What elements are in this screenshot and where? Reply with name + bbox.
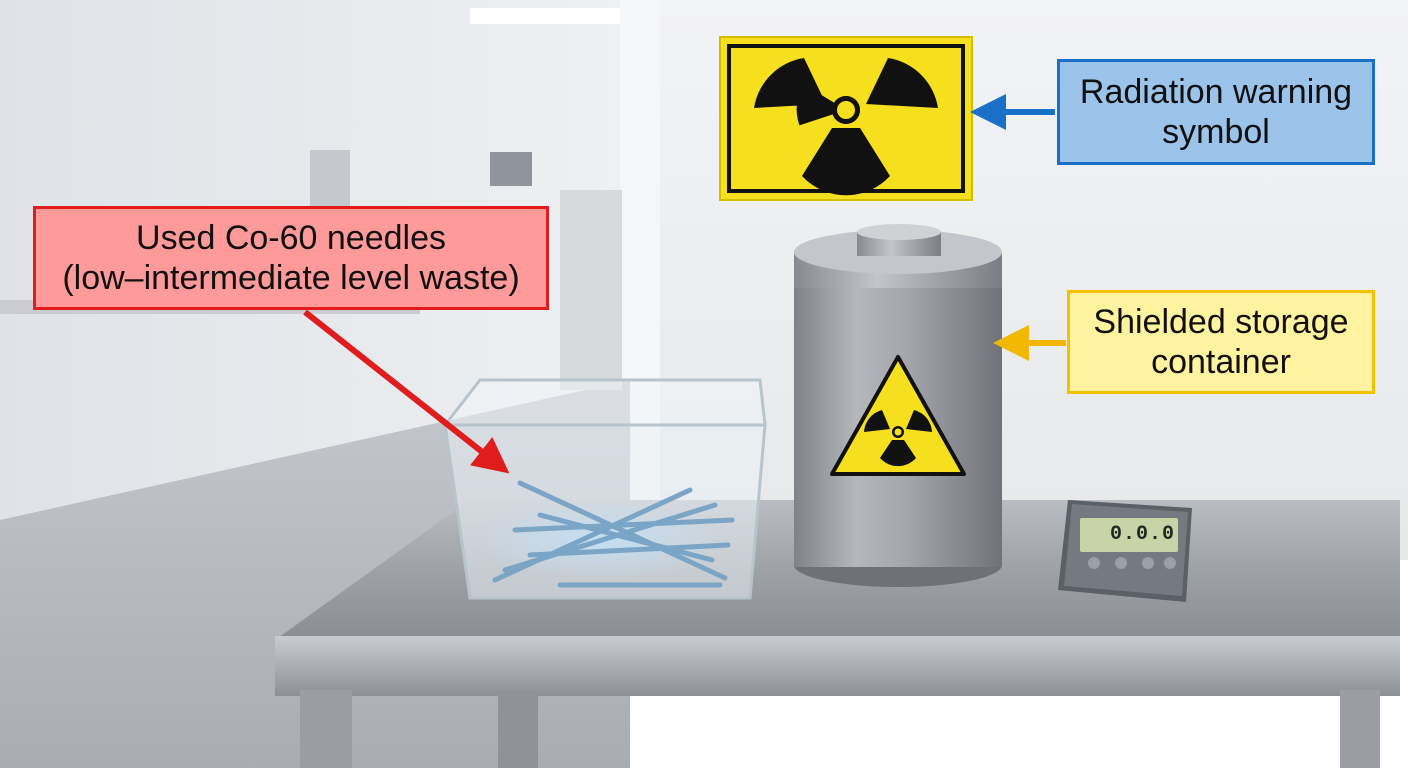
meter-button (1142, 557, 1154, 569)
needles-arrow (303, 309, 510, 474)
meter-reading: 0.0.0 (1110, 523, 1176, 546)
needles-annotation-line1: Used Co-60 needles (136, 219, 446, 257)
needles-annotation-line2: (low–intermediate level waste) (62, 259, 520, 297)
corridor-monitor (490, 152, 532, 186)
meter-button (1088, 557, 1100, 569)
container-annotation-line1: Shielded storage (1093, 303, 1349, 341)
meter-display (1080, 518, 1178, 552)
needles-annotation: Used Co-60 needles (low–intermediate lev… (33, 206, 549, 310)
meter-button (1115, 557, 1127, 569)
radiation-annotation-line1: Radiation warning (1079, 73, 1353, 111)
corridor-equipment (560, 190, 622, 390)
container-annotation: Shielded storage container (1067, 290, 1375, 394)
survey-meter (1058, 500, 1192, 602)
needle-bin (441, 378, 767, 600)
co60-needles (492, 480, 735, 588)
shielded-container (794, 224, 1002, 587)
radiation-annotation-line2: symbol (1162, 113, 1270, 151)
container-annotation-line2: container (1151, 343, 1291, 381)
radiation-symbol-annotation: Radiation warning symbol (1057, 59, 1375, 165)
container-warning-label (830, 355, 966, 476)
ceiling-light (470, 8, 620, 24)
radiation-sign (719, 36, 973, 201)
meter-button (1164, 557, 1176, 569)
corridor-cabinet (310, 150, 350, 210)
